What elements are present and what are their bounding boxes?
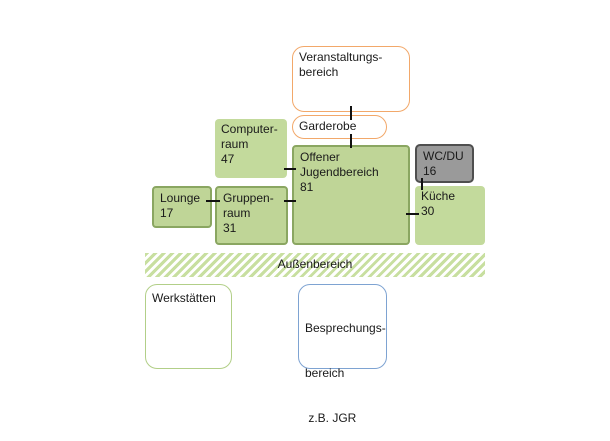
room-label: WC/DU bbox=[423, 149, 464, 163]
room-label: Veranstaltungs- bbox=[299, 50, 383, 64]
room-label: Jugendbereich bbox=[300, 165, 379, 179]
room-label: raum bbox=[221, 137, 249, 151]
connector-lounge-gruppen bbox=[206, 200, 220, 202]
kueche-box: Küche 30 bbox=[415, 186, 485, 245]
room-label: Lounge bbox=[160, 191, 201, 205]
room-size: 47 bbox=[221, 152, 235, 166]
room-note: z.B. JGR bbox=[305, 411, 357, 425]
room-label: Gruppen- bbox=[223, 191, 274, 205]
room-size: 81 bbox=[300, 180, 314, 194]
connector-gruppen-offener bbox=[284, 200, 296, 202]
aussenbereich-band: Außenbereich bbox=[145, 253, 485, 277]
room-size: 30 bbox=[421, 204, 435, 218]
offener-jugendbereich-box: Offener Jugendbereich 81 bbox=[292, 145, 410, 245]
werkstaetten-box: Werkstätten bbox=[145, 284, 232, 369]
room-label: Werkstätten bbox=[152, 291, 216, 305]
connector-computer-offener bbox=[284, 168, 296, 170]
room-label: Offener bbox=[300, 150, 340, 164]
room-label: Computer- bbox=[221, 122, 278, 136]
computerraum-box: Computer- raum 47 bbox=[215, 119, 287, 178]
room-size: 16 bbox=[423, 164, 437, 178]
connector-garderobe-offener bbox=[350, 134, 352, 148]
room-label: bereich bbox=[305, 366, 345, 380]
aussenbereich-label: Außenbereich bbox=[277, 257, 353, 271]
connector-veranstaltung-garderobe bbox=[350, 106, 352, 120]
veranstaltungsbereich-box: Veranstaltungs- bereich bbox=[292, 46, 410, 112]
room-label: Küche bbox=[421, 189, 456, 203]
room-size: 31 bbox=[223, 221, 237, 235]
room-label: bereich bbox=[299, 65, 339, 79]
garderobe-box: Garderobe bbox=[292, 115, 387, 139]
gruppenraum-box: Gruppen- raum 31 bbox=[215, 186, 288, 245]
room-label: raum bbox=[223, 206, 251, 220]
wc-du-box: WC/DU 16 bbox=[415, 144, 474, 183]
besprechungsbereich-box: Besprechungs- bereich z.B. JGR bbox=[298, 284, 387, 425]
lounge-box: Lounge 17 bbox=[152, 186, 212, 228]
connector-wc-kueche bbox=[421, 178, 423, 190]
room-label: Garderobe bbox=[299, 119, 357, 133]
connector-offener-kueche bbox=[406, 213, 419, 215]
room-size: 17 bbox=[160, 206, 174, 220]
room-label: Besprechungs- bbox=[305, 321, 386, 335]
